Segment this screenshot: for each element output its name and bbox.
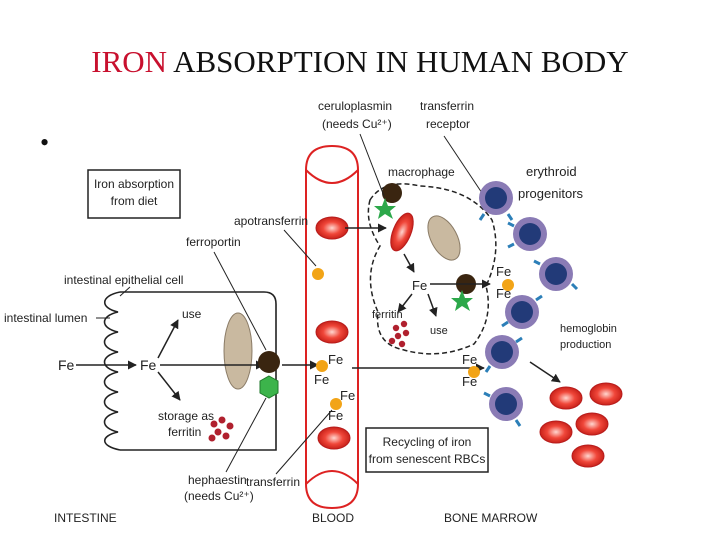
ceruloplasmin-label-2: (needs Cu²⁺): [322, 117, 392, 131]
use-label: use: [182, 307, 202, 321]
iron-absorption-label-2: from diet: [111, 194, 158, 208]
progenitor-cell-3: [534, 257, 577, 291]
progenitor-cell-6: [484, 387, 523, 426]
intestinal-lumen-label: intestinal lumen: [4, 311, 87, 325]
transferrin-label: transferrin: [246, 475, 300, 489]
rbc-marrow-5: [572, 445, 604, 467]
storage-label-2: ferritin: [168, 425, 201, 439]
rbc-blood-1: [316, 217, 348, 239]
apotransferrin-particle: [312, 268, 324, 280]
fe-cell-label: Fe: [140, 357, 157, 373]
ceruloplasmin-label-1: ceruloplasmin: [318, 99, 392, 113]
iron-absorption-label-1: Iron absorption: [94, 177, 174, 191]
apotransferrin-label: apotransferrin: [234, 214, 308, 228]
progenitor-cell-5: [485, 335, 522, 372]
rbc-marrow-3: [540, 421, 572, 443]
progenitor-cell-1: [479, 181, 513, 220]
intestine-section-label: INTESTINE: [54, 511, 117, 525]
ferroportin-protein: [258, 351, 280, 373]
ferroportin-label: ferroportin: [186, 235, 241, 249]
bone-marrow-section-label: BONE MARROW: [444, 511, 538, 525]
hephaestin-protein: [260, 376, 278, 398]
rbc-marrow-1: [550, 387, 582, 409]
progenitor-cell-2: [508, 217, 547, 251]
fe-macrophage-label: Fe: [412, 278, 427, 293]
rbc-blood-2: [316, 321, 348, 343]
ferritin-label: ferritin: [372, 309, 403, 321]
hephaestin-label-2: (needs Cu²⁺): [184, 489, 254, 503]
blood-section-label: BLOOD: [312, 511, 354, 525]
fe-blood-label-1: Fe: [328, 352, 343, 367]
transferrin-receptor-label-1: transferrin: [420, 99, 474, 113]
fe-marrow-label-4: Fe: [462, 374, 477, 389]
fe-blood-label-3: Fe: [340, 388, 355, 403]
rbc-blood-3: [318, 427, 350, 449]
microvilli: [105, 292, 121, 450]
recycling-label-1: Recycling of iron: [383, 435, 472, 449]
epithelial-cell-label: intestinal epithelial cell: [64, 273, 183, 287]
storage-label-1: storage as: [158, 409, 214, 423]
fe-use-arrow: [158, 320, 178, 358]
to-rbc-arrow: [530, 362, 560, 382]
fe-marrow-label-3: Fe: [462, 352, 477, 367]
macrophage-label: macrophage: [388, 165, 455, 179]
fe-blood-label-2: Fe: [314, 372, 329, 387]
epithelial-nucleus: [224, 313, 252, 389]
ceruloplasmin-pointer: [360, 134, 384, 196]
hemoglobin-label-1: hemoglobin: [560, 323, 617, 335]
erythroid-label-1: erythroid: [526, 164, 577, 179]
transferrin-receptor-label-2: receptor: [426, 117, 470, 131]
fe-marrow-label-1: Fe: [496, 264, 511, 279]
use-macrophage-label: use: [430, 325, 448, 337]
hephaestin-label-1: hephaestin: [188, 473, 247, 487]
erythroid-label-2: progenitors: [518, 186, 584, 201]
fe-lumen-label: Fe: [58, 357, 75, 373]
hemoglobin-label-2: production: [560, 339, 611, 351]
rbc-marrow-4: [576, 413, 608, 435]
fe-storage-arrow: [158, 372, 180, 400]
hephaestin-pointer: [226, 398, 266, 472]
rbc-marrow-2: [590, 383, 622, 405]
fe-blood-label-4: Fe: [328, 408, 343, 423]
recycling-label-2: from senescent RBCs: [369, 452, 486, 466]
fe-marrow-label-2: Fe: [496, 286, 511, 301]
transferrin-fe-1: [316, 360, 328, 372]
